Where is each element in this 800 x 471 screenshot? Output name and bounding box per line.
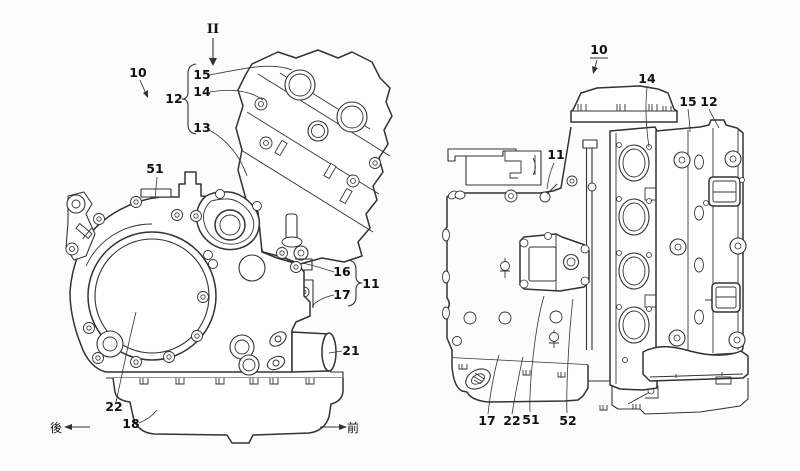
- ref-label-11-left: 11: [362, 276, 379, 291]
- ref-label-52-right: 52: [559, 413, 576, 428]
- ref-label-15-left: 15: [193, 67, 210, 82]
- assembly-arrow-right: [590, 57, 608, 74]
- section-marker-label: II: [207, 22, 219, 37]
- ref-label-12-right: 12: [700, 94, 717, 109]
- ref-label-17-right: 17: [478, 413, 495, 428]
- ref-label-16-left: 16: [333, 264, 351, 279]
- ref-label-14-right: 14: [638, 71, 656, 86]
- case-perimeter-bolts: [83, 196, 302, 368]
- ref-label-13-left: 13: [193, 120, 210, 135]
- direction-arrow-rear: [64, 424, 90, 430]
- fasteners-right: [452, 175, 597, 348]
- water-pump-cover: [195, 189, 262, 269]
- ref-label-10-left: 10: [129, 65, 147, 80]
- cylinder-head-ports: [609, 126, 663, 391]
- direction-label-front: 前: [347, 420, 359, 435]
- reservoir-unit: [447, 148, 542, 186]
- ref-label-11-right: 11: [547, 147, 564, 162]
- ref-label-51-left: 51: [146, 161, 163, 176]
- right-view: [442, 85, 749, 415]
- ref-label-10-right: 10: [590, 42, 608, 57]
- section-arrow: [209, 38, 217, 66]
- brace-12: [181, 63, 197, 135]
- cylinder-block-left: [235, 49, 393, 308]
- assembly-arrow-left: [139, 79, 148, 98]
- ref-label-12-left: 12: [165, 91, 182, 106]
- ref-label-51-right: 51: [522, 412, 539, 427]
- ref-label-14-left: 14: [193, 84, 211, 99]
- block-bolts: [254, 97, 381, 188]
- ref-label-22-left: 22: [105, 399, 122, 414]
- valve-cover: [570, 85, 678, 123]
- mount-bracket-left: [65, 191, 96, 261]
- leader-lines: [115, 65, 720, 424]
- block-lower-bracket: [295, 258, 314, 308]
- block-stud-boss: [285, 213, 298, 241]
- oil-pan-left: [106, 371, 344, 444]
- left-view: [65, 49, 393, 444]
- head-cover-right: [642, 119, 749, 385]
- key-pin: [75, 222, 93, 240]
- block-studs: [274, 139, 353, 205]
- ref-label-22-right: 22: [503, 413, 520, 428]
- pan-flange-bolts: [139, 378, 315, 385]
- direction-arrow-front: [320, 424, 347, 430]
- ref-label-15-right: 15: [679, 94, 696, 109]
- output-cylinder: [266, 331, 337, 373]
- bracket-plate: [519, 232, 590, 292]
- labels: II 10 15 14 12 13 51 16 17 11 21 22 18 後…: [50, 22, 718, 435]
- cover-plate-lower: [705, 282, 741, 313]
- cover-plate-upper: [703, 176, 745, 207]
- direction-label-rear: 後: [50, 421, 62, 435]
- ref-label-18-left: 18: [122, 416, 139, 431]
- arrows: [64, 38, 608, 430]
- clutch-cover-circle: [87, 231, 217, 361]
- brace-11: [347, 259, 363, 307]
- ref-label-21-left: 21: [342, 343, 359, 358]
- ref-label-17-left: 17: [333, 287, 350, 302]
